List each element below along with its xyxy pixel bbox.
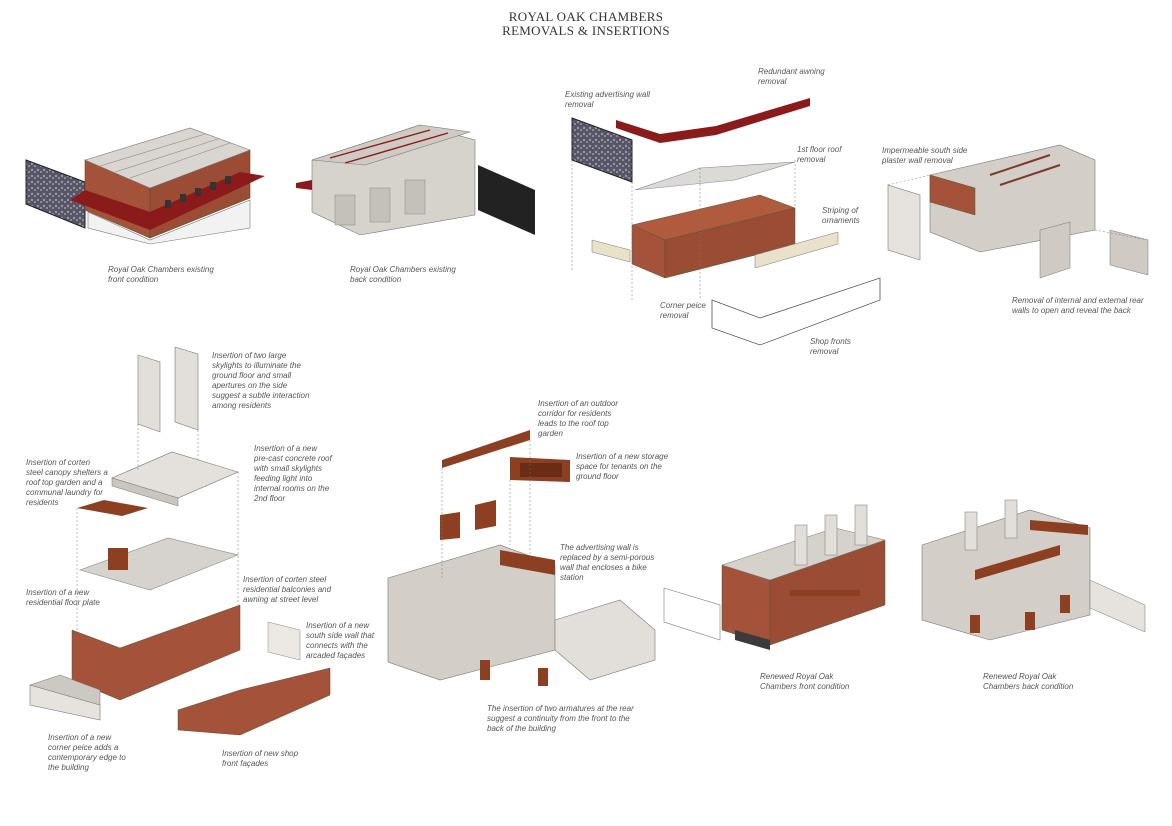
south-wall-removal-diagram xyxy=(887,144,1149,279)
caption-corten-canopy: Insertion of corten steel canopy shelter… xyxy=(26,458,108,507)
caption-internal-walls-removal: Removal of internal and external rear wa… xyxy=(1012,296,1144,315)
insertions-exploded-diagram-left xyxy=(29,346,331,736)
caption-renewed-front: Renewed Royal Oak Chambers front conditi… xyxy=(760,672,850,691)
caption-armatures: The insertion of two armatures at the re… xyxy=(487,704,634,733)
caption-storage-space: Insertion of a new storage space for ten… xyxy=(576,452,669,481)
caption-skylights: Insertion of two large skylights to illu… xyxy=(212,351,310,410)
caption-front-existing: Royal Oak Chambers existing front condit… xyxy=(108,265,214,284)
renewed-back-building xyxy=(921,499,1146,641)
caption-south-side-wall: Insertion of a new south side wall that … xyxy=(306,621,375,660)
caption-advertising-wall-replaced: The advertising wall is replaced by a se… xyxy=(560,543,655,582)
caption-new-shop-fronts: Insertion of new shop front façades xyxy=(222,749,299,768)
caption-precast-roof: Insertion of a new pre-cast concrete roo… xyxy=(254,444,332,503)
caption-corner-piece-removal: Corner peice removal xyxy=(660,301,706,320)
caption-floor-plate: Insertion of a new residential floor pla… xyxy=(26,588,100,607)
caption-awning-removal: Redundant awning removal xyxy=(758,67,825,86)
renewed-front-building xyxy=(663,504,886,650)
caption-shop-fronts-removal: Shop fronts removal xyxy=(810,337,851,356)
existing-front-building xyxy=(25,127,265,245)
caption-striping-ornaments: Striping of ornaments xyxy=(822,206,860,225)
caption-first-floor-roof-removal: 1st floor roof removal xyxy=(797,145,842,164)
caption-back-existing: Royal Oak Chambers existing back conditi… xyxy=(350,265,456,284)
page-title-line2: REMOVALS & INSERTIONS xyxy=(502,23,670,38)
caption-corten-balconies: Insertion of corten steel residential ba… xyxy=(243,575,332,604)
caption-south-plaster-removal: Impermeable south side plaster wall remo… xyxy=(882,146,968,165)
caption-renewed-back: Renewed Royal Oak Chambers back conditio… xyxy=(983,672,1074,691)
removals-exploded-diagram xyxy=(571,98,881,346)
insertions-exploded-diagram-middle xyxy=(387,430,656,686)
caption-advertising-wall-removal: Existing advertising wall removal xyxy=(565,90,650,109)
page-title-line1: ROYAL OAK CHAMBERS xyxy=(508,9,664,24)
caption-new-corner-piece: Insertion of a new corner peice adds a c… xyxy=(48,733,126,772)
caption-outdoor-corridor: Insertion of an outdoor corridor for res… xyxy=(538,399,619,438)
existing-back-building xyxy=(296,124,535,236)
